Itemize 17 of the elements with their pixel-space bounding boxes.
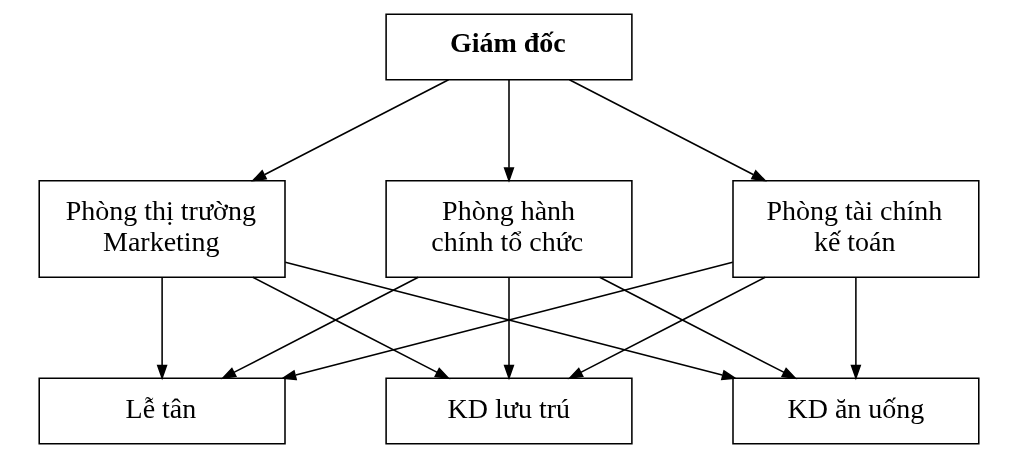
node-box: Giám đốc	[384, 13, 633, 81]
arrow	[503, 78, 514, 183]
arrow	[503, 276, 514, 381]
node-box: Phòng thị trường Marketing	[37, 180, 286, 278]
arrow	[567, 276, 766, 380]
node-box: KD lưu trú	[384, 377, 633, 445]
arrow	[849, 276, 861, 381]
node-box: Phòng tài chính kế toán	[731, 180, 980, 278]
arrow	[250, 78, 449, 182]
node-box: KD ăn uống	[731, 377, 980, 445]
node-box: Phòng hành chính tổ chức	[384, 180, 633, 278]
arrow	[251, 276, 450, 380]
arrow	[156, 276, 168, 381]
arrow	[220, 276, 419, 380]
node-box: Lễ tân	[37, 377, 286, 445]
arrow	[568, 78, 767, 182]
arrow	[598, 276, 797, 380]
